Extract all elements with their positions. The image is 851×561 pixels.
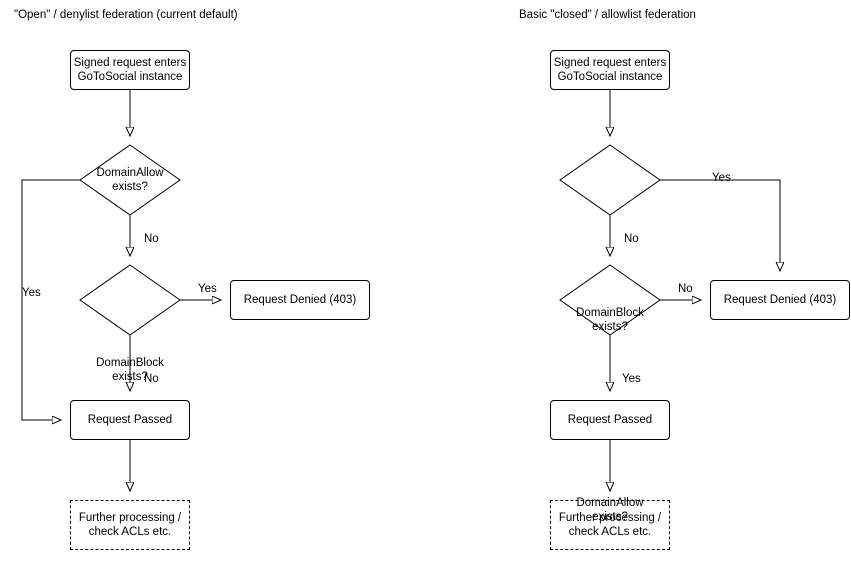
- node-request-passed-left: Request Passed: [70, 400, 190, 440]
- edge-label-right-block-yes: Yes: [712, 172, 731, 184]
- node-signed-request-entry-left: Signed request enters GoToSocial instanc…: [70, 50, 190, 90]
- edge-label-left-allow-no: No: [144, 233, 159, 245]
- node-request-passed-right: Request Passed: [550, 400, 670, 440]
- edge-label-left-allow-yes: Yes: [22, 287, 41, 299]
- node-request-denied-left: Request Denied (403): [230, 280, 370, 320]
- edge-label-left-block-yes: Yes: [198, 283, 217, 295]
- node-further-processing-right: Further processing / check ACLs etc.: [550, 500, 670, 550]
- edge-label-right-block-no: No: [624, 233, 639, 245]
- node-signed-request-entry-right: Signed request enters GoToSocial instanc…: [550, 50, 670, 90]
- edge-label-left-block-no: No: [144, 373, 159, 385]
- node-request-denied-right: Request Denied (403): [710, 280, 850, 320]
- edge-label-right-allow-no: No: [678, 283, 693, 295]
- panel-title-open-denylist: "Open" / denylist federation (current de…: [14, 9, 238, 21]
- panel-title-closed-allowlist: Basic "closed" / allowlist federation: [519, 9, 696, 21]
- node-further-processing-left: Further processing / check ACLs etc.: [70, 500, 190, 550]
- edge-label-right-allow-yes: Yes: [622, 373, 641, 385]
